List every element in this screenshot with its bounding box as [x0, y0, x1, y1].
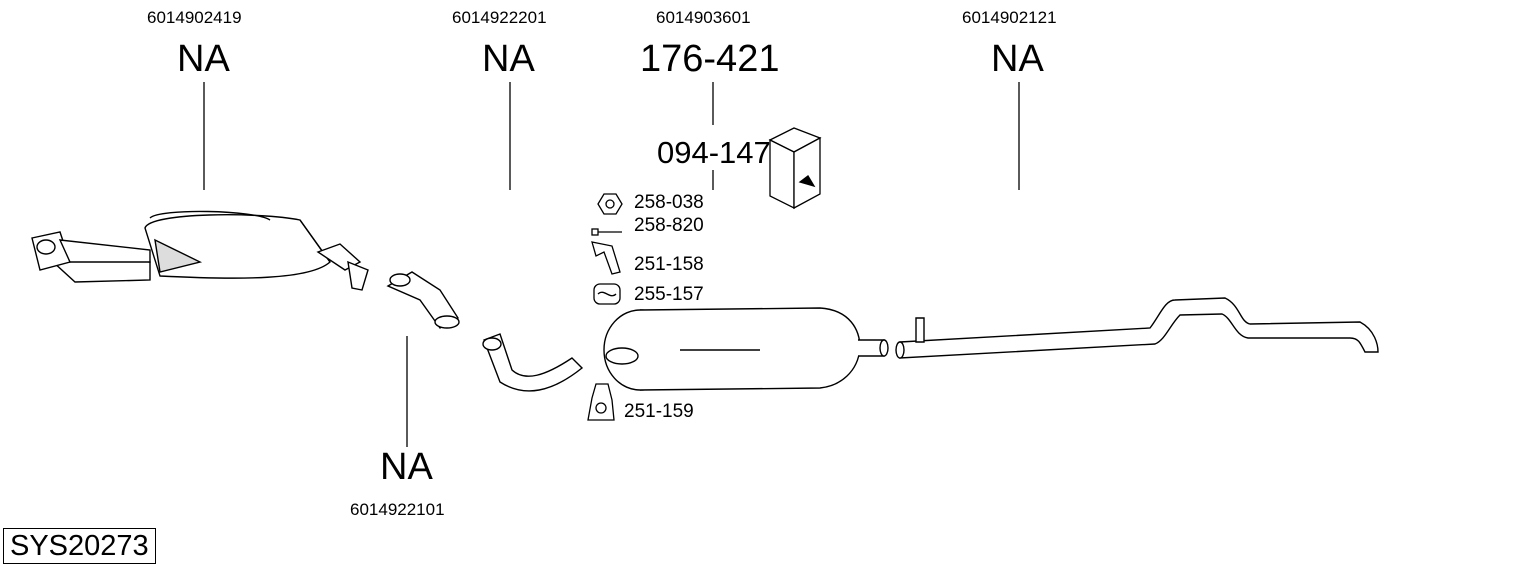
- tailpipe: [895, 297, 1379, 359]
- oem-number-4: 6014902121: [962, 8, 1057, 27]
- oem-number-3: 6014903601: [656, 8, 751, 27]
- fitting-clamp[interactable]: 251-158: [634, 254, 704, 275]
- oem-number-5: 6014922101: [350, 500, 445, 519]
- kit-number[interactable]: 094-147: [657, 135, 771, 170]
- part-label-5[interactable]: NA: [380, 446, 433, 488]
- part-label-2[interactable]: NA: [482, 38, 535, 80]
- fitting-bolt[interactable]: 258-820: [634, 215, 704, 236]
- intermediate-pipe: [386, 271, 460, 329]
- oem-number-2: 6014922201: [452, 8, 547, 27]
- bosal-box-icon: [768, 127, 822, 210]
- s-bend-pipe: [482, 333, 584, 392]
- fitting-bracket[interactable]: 251-159: [624, 401, 694, 422]
- fitting-rubber-mount[interactable]: 255-157: [634, 284, 704, 305]
- rear-muffler: [603, 307, 889, 391]
- bracket-icon: [587, 383, 615, 421]
- part-label-3[interactable]: 176-421: [640, 38, 780, 80]
- fitting-nut[interactable]: 258-038: [634, 192, 704, 213]
- bolt-icon: [591, 228, 622, 236]
- nut-icon: [597, 193, 623, 215]
- front-muffler-assembly: [31, 210, 369, 291]
- part-label-1[interactable]: NA: [177, 38, 230, 80]
- oem-number-1: 6014902419: [147, 8, 242, 27]
- part-label-4[interactable]: NA: [991, 38, 1044, 80]
- rubber-mount-icon: [593, 283, 621, 305]
- assembly-code: SYS20273: [3, 528, 156, 564]
- clamp-icon: [591, 241, 621, 275]
